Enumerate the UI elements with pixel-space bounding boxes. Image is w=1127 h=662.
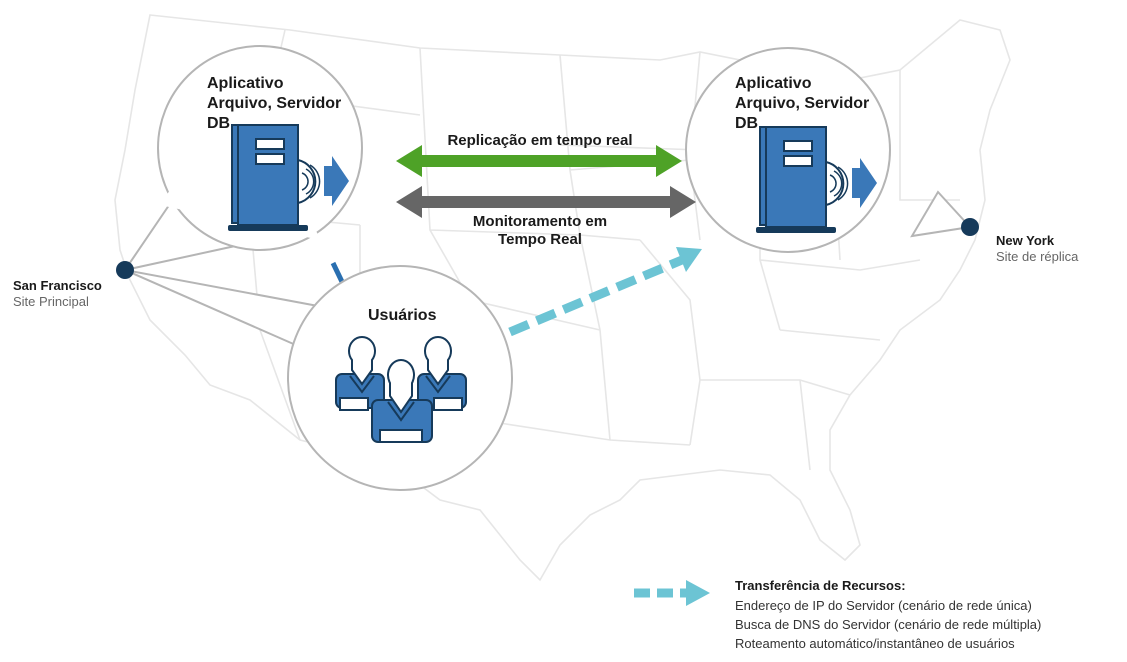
transfer-arrow [508, 247, 702, 337]
server-icon [756, 126, 877, 233]
legend-title: Transferência de Recursos: [735, 578, 906, 593]
san-francisco-label: San Francisco Site Principal [13, 278, 102, 310]
legend-item: Roteamento automático/instantâneo de usu… [735, 635, 1015, 651]
bubble-title-line: DB [735, 115, 759, 132]
bubble-title-line: Aplicativo [207, 75, 284, 92]
replication-label: Replicação em tempo real [447, 132, 633, 149]
users-icon [335, 336, 467, 443]
bubble-title-line: Arquivo, Servidor [207, 95, 342, 112]
legend-item: Busca de DNS do Servidor (cenário de red… [735, 616, 1042, 632]
bubble-title-line: DB [207, 115, 231, 132]
replication-arrow [396, 145, 682, 177]
new-york-dot [961, 218, 979, 236]
legend-item: Endereço de IP do Servidor (cenário de r… [735, 597, 1032, 613]
legend-arrow-icon [634, 580, 710, 606]
san-francisco-dot [116, 261, 134, 279]
monitoring-label-line: Monitoramento em [472, 213, 608, 230]
monitoring-arrow [396, 186, 696, 218]
monitoring-label-line: Tempo Real [498, 231, 582, 249]
right-bubble-title: Aplicativo Arquivo, Servidor DB [735, 74, 869, 134]
site-role: Site de réplica [996, 248, 1079, 264]
site-city: San Francisco [13, 278, 102, 293]
monitoring-label: Monitoramento em Tempo Real [440, 213, 640, 250]
ny-callout [910, 190, 972, 238]
site-role: Site Principal [13, 293, 89, 309]
server-icon [228, 124, 349, 231]
users-bubble-title: Usuários [368, 307, 437, 324]
bubble-title-line: Aplicativo [735, 75, 812, 92]
legend: Transferência de Recursos: Endereço de I… [735, 578, 1041, 653]
site-city: New York [996, 233, 1055, 248]
bubble-title-line: Arquivo, Servidor [735, 95, 870, 112]
left-bubble-title: Aplicativo Arquivo, Servidor DB [207, 74, 341, 134]
new-york-label: New York Site de réplica [996, 233, 1078, 265]
